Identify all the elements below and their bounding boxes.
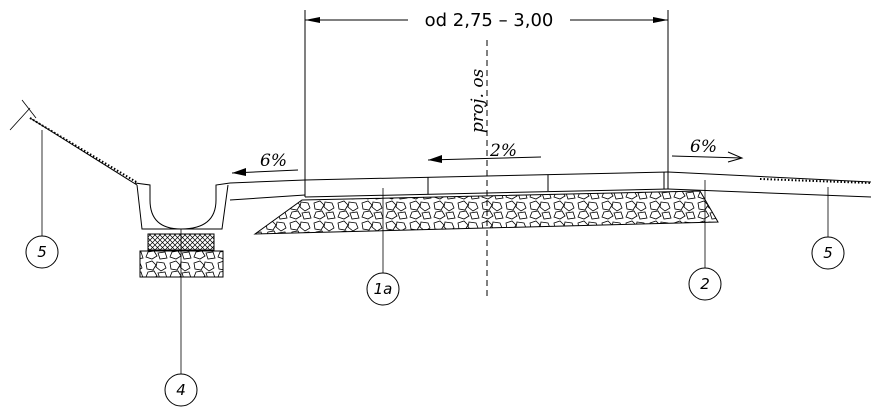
pavement: [229, 171, 719, 235]
ditch-stone-base: [139, 250, 224, 278]
right-slope: [667, 171, 871, 198]
slope-left-text: 6%: [260, 151, 287, 171]
dimension-arrow-left: [305, 17, 320, 23]
axis-label: proj. os: [468, 68, 488, 133]
svg-text:2: 2: [700, 275, 710, 293]
width-dimension: od 2,75 – 3,00: [304, 10, 669, 180]
svg-text:1a: 1a: [374, 280, 393, 298]
dimension-text: od 2,75 – 3,00: [425, 10, 554, 31]
callout-5-right: 5: [811, 236, 845, 270]
callout-4: 4: [164, 373, 198, 407]
callout-2: 2: [688, 267, 722, 301]
callouts: 5 4 1a 2 5: [25, 235, 845, 407]
svg-text:4: 4: [176, 381, 186, 399]
stone-subbase: [253, 190, 719, 235]
project-axis: proj. os: [468, 40, 488, 298]
dimension-arrow-right: [653, 17, 668, 23]
slope-center-text: 2%: [489, 141, 517, 161]
callout-5-left: 5: [25, 235, 59, 269]
callout-leaders: [41, 130, 829, 374]
slope-right-text: 6%: [690, 137, 717, 157]
slope-indicators: 6% 2% 6%: [231, 137, 744, 176]
svg-text:5: 5: [823, 244, 833, 262]
left-slope: [9, 99, 139, 186]
ditch-channel: [134, 182, 231, 278]
callout-1a: 1a: [366, 272, 400, 306]
svg-text:5: 5: [37, 243, 47, 261]
